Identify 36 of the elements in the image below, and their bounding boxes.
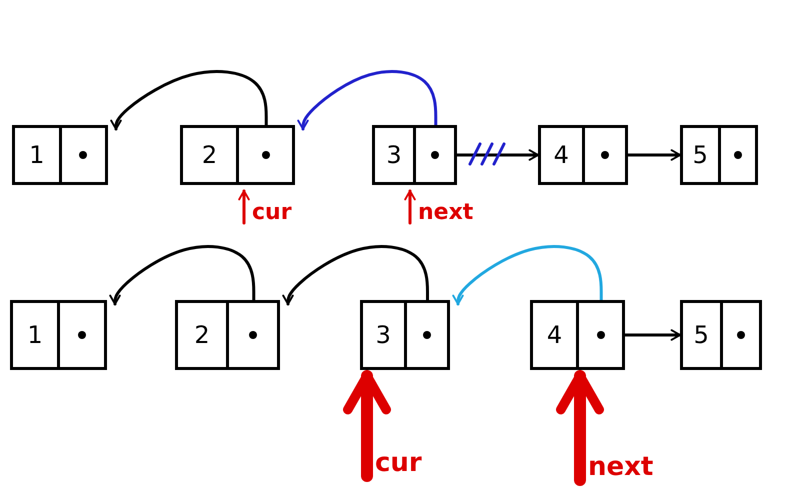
link-arrow xyxy=(456,149,540,161)
link-arrow xyxy=(282,245,429,306)
link-arrow xyxy=(297,70,438,130)
node-value: 2 xyxy=(194,321,210,349)
list-node-box xyxy=(680,125,758,185)
pointer-label: next xyxy=(418,200,474,225)
list-node-box xyxy=(175,300,280,370)
pointer-label: cur xyxy=(375,448,422,478)
list-node-box xyxy=(372,125,457,185)
node-value: 3 xyxy=(386,141,402,169)
pointer-arrow xyxy=(238,190,250,224)
pointer-label: next xyxy=(588,452,654,482)
node-value: 5 xyxy=(692,141,708,169)
node-value: 5 xyxy=(694,321,709,349)
link-arrow xyxy=(452,245,603,306)
pointer-arrow xyxy=(556,370,604,486)
node-value: 4 xyxy=(554,141,569,169)
node-value: 1 xyxy=(27,321,43,349)
node-value: 3 xyxy=(376,321,391,349)
link-arrow xyxy=(109,245,256,306)
list-node-box xyxy=(12,125,108,185)
list-node-box xyxy=(10,300,107,370)
pointer-arrow xyxy=(343,370,391,482)
list-node-box xyxy=(538,125,628,185)
list-node-box xyxy=(360,300,450,370)
pointer-label: cur xyxy=(252,200,292,225)
pointer-arrow xyxy=(404,190,416,224)
list-node-box xyxy=(180,125,295,185)
list-node-box xyxy=(680,300,762,370)
node-value: 2 xyxy=(202,141,218,169)
link-arrow xyxy=(110,70,268,130)
link-arrow xyxy=(626,149,682,161)
node-value: 1 xyxy=(29,141,44,169)
link-arrow xyxy=(624,329,682,341)
node-value: 4 xyxy=(546,321,562,349)
list-node-box xyxy=(530,300,625,370)
